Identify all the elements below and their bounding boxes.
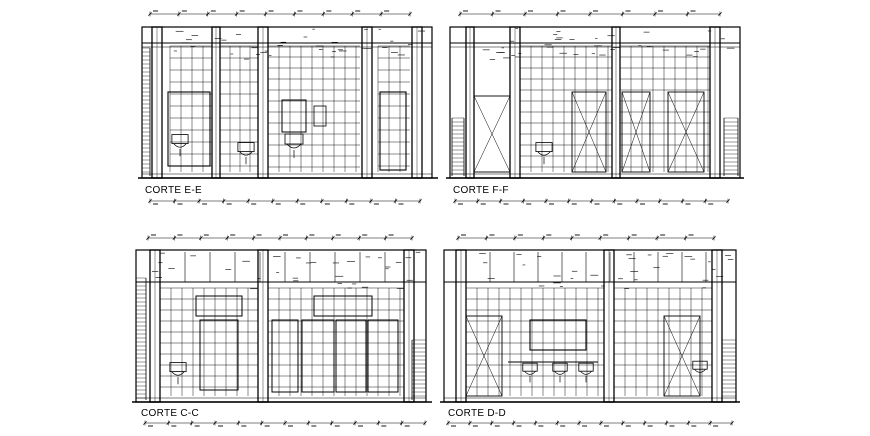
shower-panel (571, 91, 607, 173)
fixture-curve (173, 143, 187, 148)
shower-panel (667, 91, 705, 173)
partition-panel (167, 91, 211, 167)
shower-panel (465, 315, 503, 397)
panel-diagonal (473, 95, 511, 173)
panel-diagonal (465, 315, 503, 397)
shower-panel (663, 315, 701, 397)
fixture-basin (692, 360, 708, 370)
section-corte-c-c (132, 234, 432, 427)
fixture-curve (286, 143, 302, 149)
shower-panel (621, 91, 651, 173)
fixture-curve (239, 151, 253, 156)
shower-panel (473, 95, 511, 173)
door-panel (379, 91, 407, 171)
fixture-curve (171, 371, 185, 376)
door-panel (367, 319, 399, 393)
mirror (195, 295, 243, 317)
fixture-curve (580, 370, 592, 375)
fixture-curve (694, 368, 706, 373)
section-label-f-f: CORTE F-F (453, 185, 509, 196)
fixture-basin (169, 362, 187, 373)
fixture-curve (537, 151, 551, 156)
fixture-basin (578, 362, 594, 372)
mirror (313, 295, 373, 317)
door-panel (199, 319, 239, 391)
section-label-e-e: CORTE E-E (145, 185, 202, 196)
section-label-c-c: CORTE C-C (141, 408, 200, 419)
mirror (281, 99, 307, 133)
fixture-curve (524, 370, 536, 375)
panel-diagonal (571, 91, 607, 173)
fixture-basin (522, 362, 538, 372)
panel-diagonal (621, 91, 651, 173)
fixture-basin (552, 362, 568, 372)
section-label-d-d: CORTE D-D (448, 408, 507, 419)
mirror (529, 319, 587, 351)
fixture-curve (554, 370, 566, 375)
section-corte-e-e (138, 10, 438, 205)
section-corte-d-d (440, 234, 740, 427)
section-frame (141, 26, 433, 179)
cabinet (313, 105, 327, 127)
door-panel (271, 319, 299, 393)
fixture-basin (171, 134, 189, 145)
fixture-basin (237, 142, 255, 153)
door-panel (335, 319, 367, 393)
section-corte-f-f (446, 10, 744, 205)
door-panel (301, 319, 335, 393)
panel-diagonal (663, 315, 701, 397)
section-frame (135, 249, 427, 403)
panel-diagonal (667, 91, 705, 173)
fixture-basin (284, 133, 304, 145)
fixture-basin (535, 142, 553, 153)
